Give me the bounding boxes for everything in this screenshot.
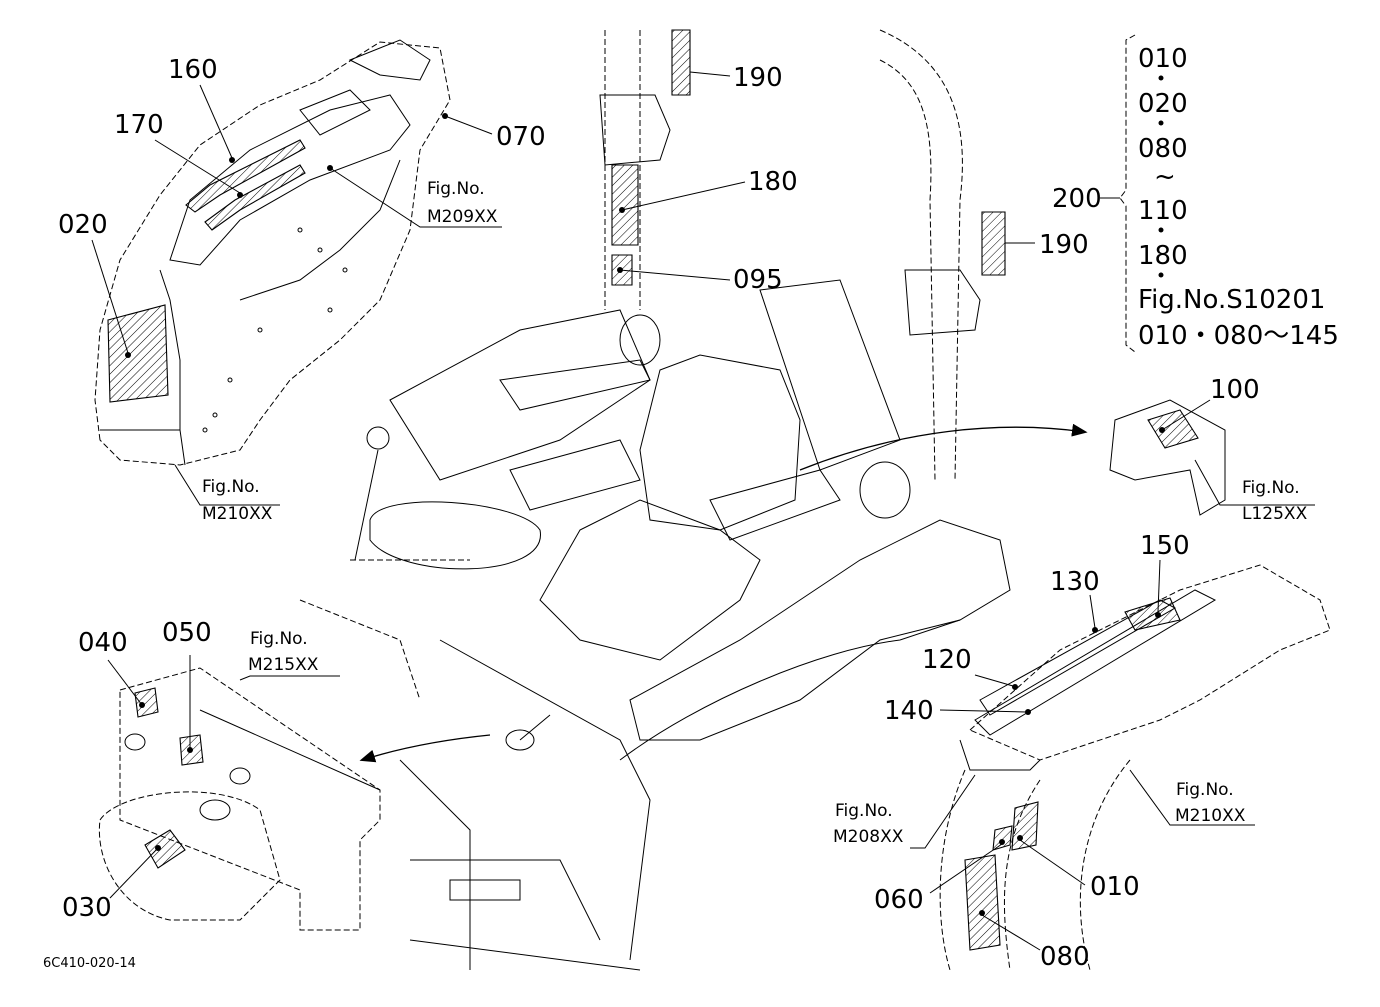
decal-060 bbox=[992, 825, 1013, 851]
callout-140: 140 bbox=[884, 696, 934, 726]
decal-190-right bbox=[981, 211, 1006, 276]
kit-ref-fig: Fig.No.S10201 bbox=[1138, 285, 1325, 315]
fig-m210-right-code: M210XX bbox=[1175, 806, 1246, 826]
decal-170 bbox=[204, 164, 306, 231]
callout-100: 100 bbox=[1210, 375, 1260, 405]
callout-160: 160 bbox=[168, 55, 218, 85]
decal-190-top bbox=[671, 29, 691, 96]
callout-080: 080 bbox=[1040, 942, 1090, 972]
arrow-to-100 bbox=[799, 423, 1088, 471]
kit-item-180: 180 bbox=[1138, 241, 1188, 271]
callout-020: 020 bbox=[58, 210, 108, 240]
arrow-to-panel bbox=[359, 734, 491, 763]
kit-item-110: 110 bbox=[1138, 196, 1188, 226]
part-100-bracket bbox=[1109, 399, 1226, 516]
callouts: 160 170 020 070 190 180 095 190 200 100 … bbox=[58, 55, 1260, 972]
rops-frame bbox=[599, 29, 1006, 481]
kit-item-020: 020 bbox=[1138, 89, 1188, 119]
fig-l125-code: L125XX bbox=[1242, 504, 1308, 524]
lower-left-panel bbox=[98, 667, 381, 931]
callout-190-top: 190 bbox=[733, 63, 783, 93]
decal-160 bbox=[185, 139, 306, 213]
callout-130: 130 bbox=[1050, 567, 1100, 597]
kit-list: 010 020 080 ~ 110 180 Fig.No.S10201 010・… bbox=[1138, 44, 1339, 351]
callout-190-right: 190 bbox=[1039, 230, 1089, 260]
decal-040 bbox=[134, 687, 159, 718]
callout-040: 040 bbox=[78, 628, 128, 658]
fig-m208-code: M208XX bbox=[833, 827, 904, 847]
decal-010 bbox=[1011, 801, 1039, 851]
decal-030 bbox=[144, 829, 186, 869]
fig-m209-label: Fig.No. bbox=[427, 179, 485, 199]
fig-m210-left-code: M210XX bbox=[202, 504, 273, 524]
decal-080 bbox=[964, 854, 1001, 951]
fig-m209-code: M209XX bbox=[427, 207, 498, 227]
fig-refs: Fig.No. M209XX Fig.No. M210XX Fig.No. M2… bbox=[202, 179, 1308, 847]
decal-020 bbox=[107, 304, 169, 403]
fig-m215-code: M215XX bbox=[248, 655, 319, 675]
right-fender-panel bbox=[939, 564, 1331, 971]
figure-code: 6C410-020-14 bbox=[43, 956, 136, 971]
callout-120: 120 bbox=[922, 645, 972, 675]
kit-list-bracket bbox=[1119, 34, 1136, 353]
fig-m210-right-label: Fig.No. bbox=[1176, 780, 1234, 800]
leader-lines bbox=[91, 71, 1315, 951]
callout-180: 180 bbox=[748, 167, 798, 197]
callout-050: 050 bbox=[162, 618, 212, 648]
decal-100 bbox=[1147, 409, 1199, 449]
callout-070: 070 bbox=[496, 122, 546, 152]
fig-l125-label: Fig.No. bbox=[1242, 478, 1300, 498]
tractor-body bbox=[299, 309, 1011, 971]
fig-m215-label: Fig.No. bbox=[250, 629, 308, 649]
decal-150 bbox=[1124, 597, 1181, 631]
decal-180 bbox=[611, 164, 639, 246]
callout-200: 200 bbox=[1052, 184, 1102, 214]
kit-range-tilde: ~ bbox=[1154, 162, 1176, 192]
callout-095: 095 bbox=[733, 265, 783, 295]
kit-item-080: 080 bbox=[1138, 134, 1188, 164]
kit-item-010: 010 bbox=[1138, 44, 1188, 74]
callout-170: 170 bbox=[114, 110, 164, 140]
callout-150: 150 bbox=[1140, 531, 1190, 561]
callout-030: 030 bbox=[62, 893, 112, 923]
callout-060: 060 bbox=[874, 885, 924, 915]
fig-m210-left-label: Fig.No. bbox=[202, 477, 260, 497]
fig-m208-label: Fig.No. bbox=[835, 801, 893, 821]
seat-assembly bbox=[499, 279, 911, 661]
kit-ref-items: 010・080～145 bbox=[1138, 321, 1339, 351]
callout-010: 010 bbox=[1090, 872, 1140, 902]
left-fender-panel bbox=[94, 39, 451, 466]
